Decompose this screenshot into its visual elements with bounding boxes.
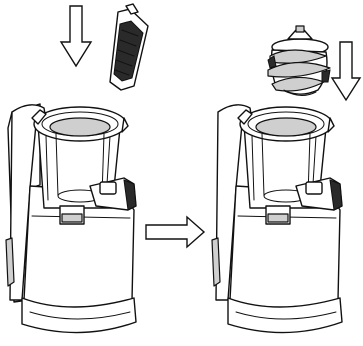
auger-screw-part [268, 26, 330, 96]
down-arrow-icon [332, 42, 360, 100]
juicer-left [6, 104, 136, 333]
right-arrow-icon [146, 217, 204, 247]
strainer-brush-part [110, 4, 148, 90]
down-arrow-icon [61, 6, 91, 66]
juicer-right [212, 105, 342, 333]
